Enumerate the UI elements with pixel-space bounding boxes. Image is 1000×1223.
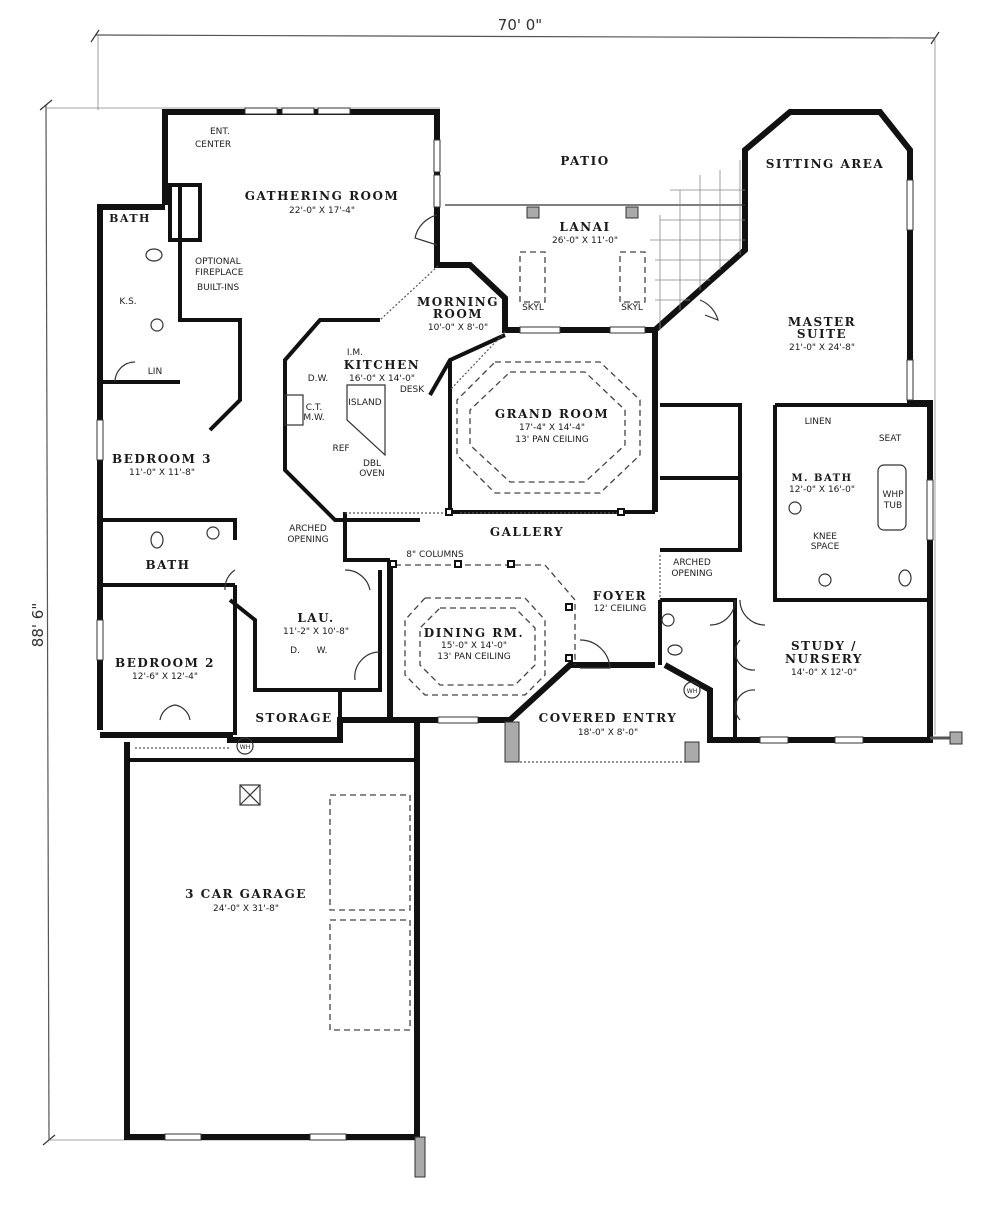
skylight-label: SKYL: [621, 303, 643, 313]
columns-label: 8" COLUMNS: [406, 550, 464, 560]
storage-label: STORAGE: [255, 711, 332, 725]
covered-entry-label: COVERED ENTRY: [539, 711, 678, 725]
foyer-note: 12' CEILING: [594, 604, 647, 614]
ice-maker-label: I.M.: [347, 348, 363, 358]
water-heater-label: WH: [240, 744, 250, 751]
oven-label: OVEN: [359, 469, 385, 479]
foyer-label: FOYER: [593, 589, 647, 603]
laundry-label: LAU.: [297, 611, 334, 625]
kitchen-size: 16'-0" X 14'-0": [349, 374, 415, 384]
bedroom3-label: BEDROOM 3: [112, 452, 212, 466]
master-suite-size: 21'-0" X 24'-8": [789, 343, 855, 353]
morning-room-label: ROOM: [433, 307, 483, 321]
arched-opening-label: ARCHED: [673, 558, 711, 568]
room-gathering: GATHERING ROOM 22'-0" X 17'-4": [245, 189, 399, 216]
bath-small-label: BATH: [109, 212, 151, 225]
garage-size: 24'-0" X 31'-8": [213, 904, 279, 914]
water-heater-icon: [236, 737, 254, 755]
study-size: 14'-0" X 12'-0": [791, 668, 857, 678]
bedroom3-size: 11'-0" X 11'-8": [129, 468, 195, 478]
fireplace-label: FIREPLACE: [195, 268, 244, 278]
arched-opening-label: OPENING: [671, 569, 712, 579]
skylight-label: SKYL: [522, 303, 544, 313]
knee-space-label: KNEE: [813, 532, 837, 542]
morning-room-label: MORNING: [417, 295, 499, 309]
sitting-area-label: SITTING AREA: [766, 157, 884, 171]
kitchen-label: KITCHEN: [344, 358, 420, 372]
arched-opening-label: OPENING: [287, 535, 328, 545]
attic-access-icon: [239, 784, 261, 806]
dining-note: 13' PAN CEILING: [437, 652, 510, 662]
width-label: 70' 0": [498, 16, 542, 34]
ent-center-label: CENTER: [195, 140, 231, 150]
master-bath-size: 12'-0" X 16'-0": [789, 485, 855, 495]
laundry-size: 11'-2" X 10'-8": [283, 627, 349, 637]
knee-space-label: SPACE: [811, 542, 840, 552]
study-label: STUDY /: [791, 639, 857, 653]
dimension-width: 70' 0": [90, 16, 940, 735]
desk-label: DESK: [400, 385, 425, 395]
exterior-walls: [97, 109, 933, 1140]
grand-room-label: GRAND ROOM: [495, 407, 609, 421]
island-label: ISLAND: [348, 398, 381, 408]
master-bath-label: M. BATH: [791, 473, 852, 484]
fireplace-label: OPTIONAL: [195, 257, 241, 267]
master-suite-label: MASTER: [788, 315, 856, 329]
dryer-label: D.: [290, 646, 300, 656]
fixtures: [145, 248, 912, 806]
arched-opening-label: ARCHED: [289, 524, 327, 534]
dining-label: DINING RM.: [424, 626, 524, 640]
ceiling-outlines: [135, 160, 963, 1178]
patio-label: PATIO: [560, 154, 609, 168]
ref-label: REF: [332, 444, 349, 454]
dishwasher-label: D.W.: [308, 374, 329, 384]
water-heater-label: WH: [687, 688, 697, 695]
lanai-label: LANAI: [559, 220, 610, 234]
room-size: 22'-0" X 17'-4": [289, 206, 355, 216]
water-heater-icon: [683, 681, 701, 699]
windows: [96, 107, 934, 1141]
cooktop-label: C.T.: [306, 403, 322, 413]
master-suite-label: SUITE: [797, 327, 847, 341]
covered-entry-size: 18'-0" X 8'-0": [578, 728, 638, 738]
morning-room-size: 10'-0" X 8'-0": [428, 323, 488, 333]
lanai-size: 26'-0" X 11'-0": [552, 236, 618, 246]
doors: [114, 214, 766, 721]
gallery-label: GALLERY: [490, 525, 564, 539]
garage-label: 3 CAR GARAGE: [185, 887, 307, 901]
grand-room-note: 13' PAN CEILING: [515, 435, 588, 445]
lin-label: LIN: [148, 367, 162, 377]
room-name: GATHERING ROOM: [245, 189, 399, 203]
bedroom2-size: 12'-6" X 12'-4": [132, 672, 198, 682]
ent-center-label: ENT.: [210, 127, 230, 137]
ks-label: K.S.: [119, 297, 136, 307]
study-label: NURSERY: [785, 652, 863, 666]
oven-label: DBL: [363, 459, 381, 469]
grand-room-size: 17'-4" X 14'-4": [519, 423, 585, 433]
tub-label: TUB: [883, 501, 902, 511]
depth-label: 88' 6": [29, 603, 47, 647]
linen-label: LINEN: [805, 417, 832, 427]
bedroom2-label: BEDROOM 2: [115, 656, 215, 670]
dining-size: 15'-0" X 14'-0": [441, 641, 507, 651]
microwave-label: M.W.: [303, 413, 324, 423]
fireplace-label: BUILT-INS: [197, 283, 239, 293]
washer-label: W.: [317, 646, 328, 656]
seat-label: SEAT: [879, 434, 902, 444]
bath-label: BATH: [145, 558, 190, 572]
tub-label: WHP: [882, 490, 904, 500]
